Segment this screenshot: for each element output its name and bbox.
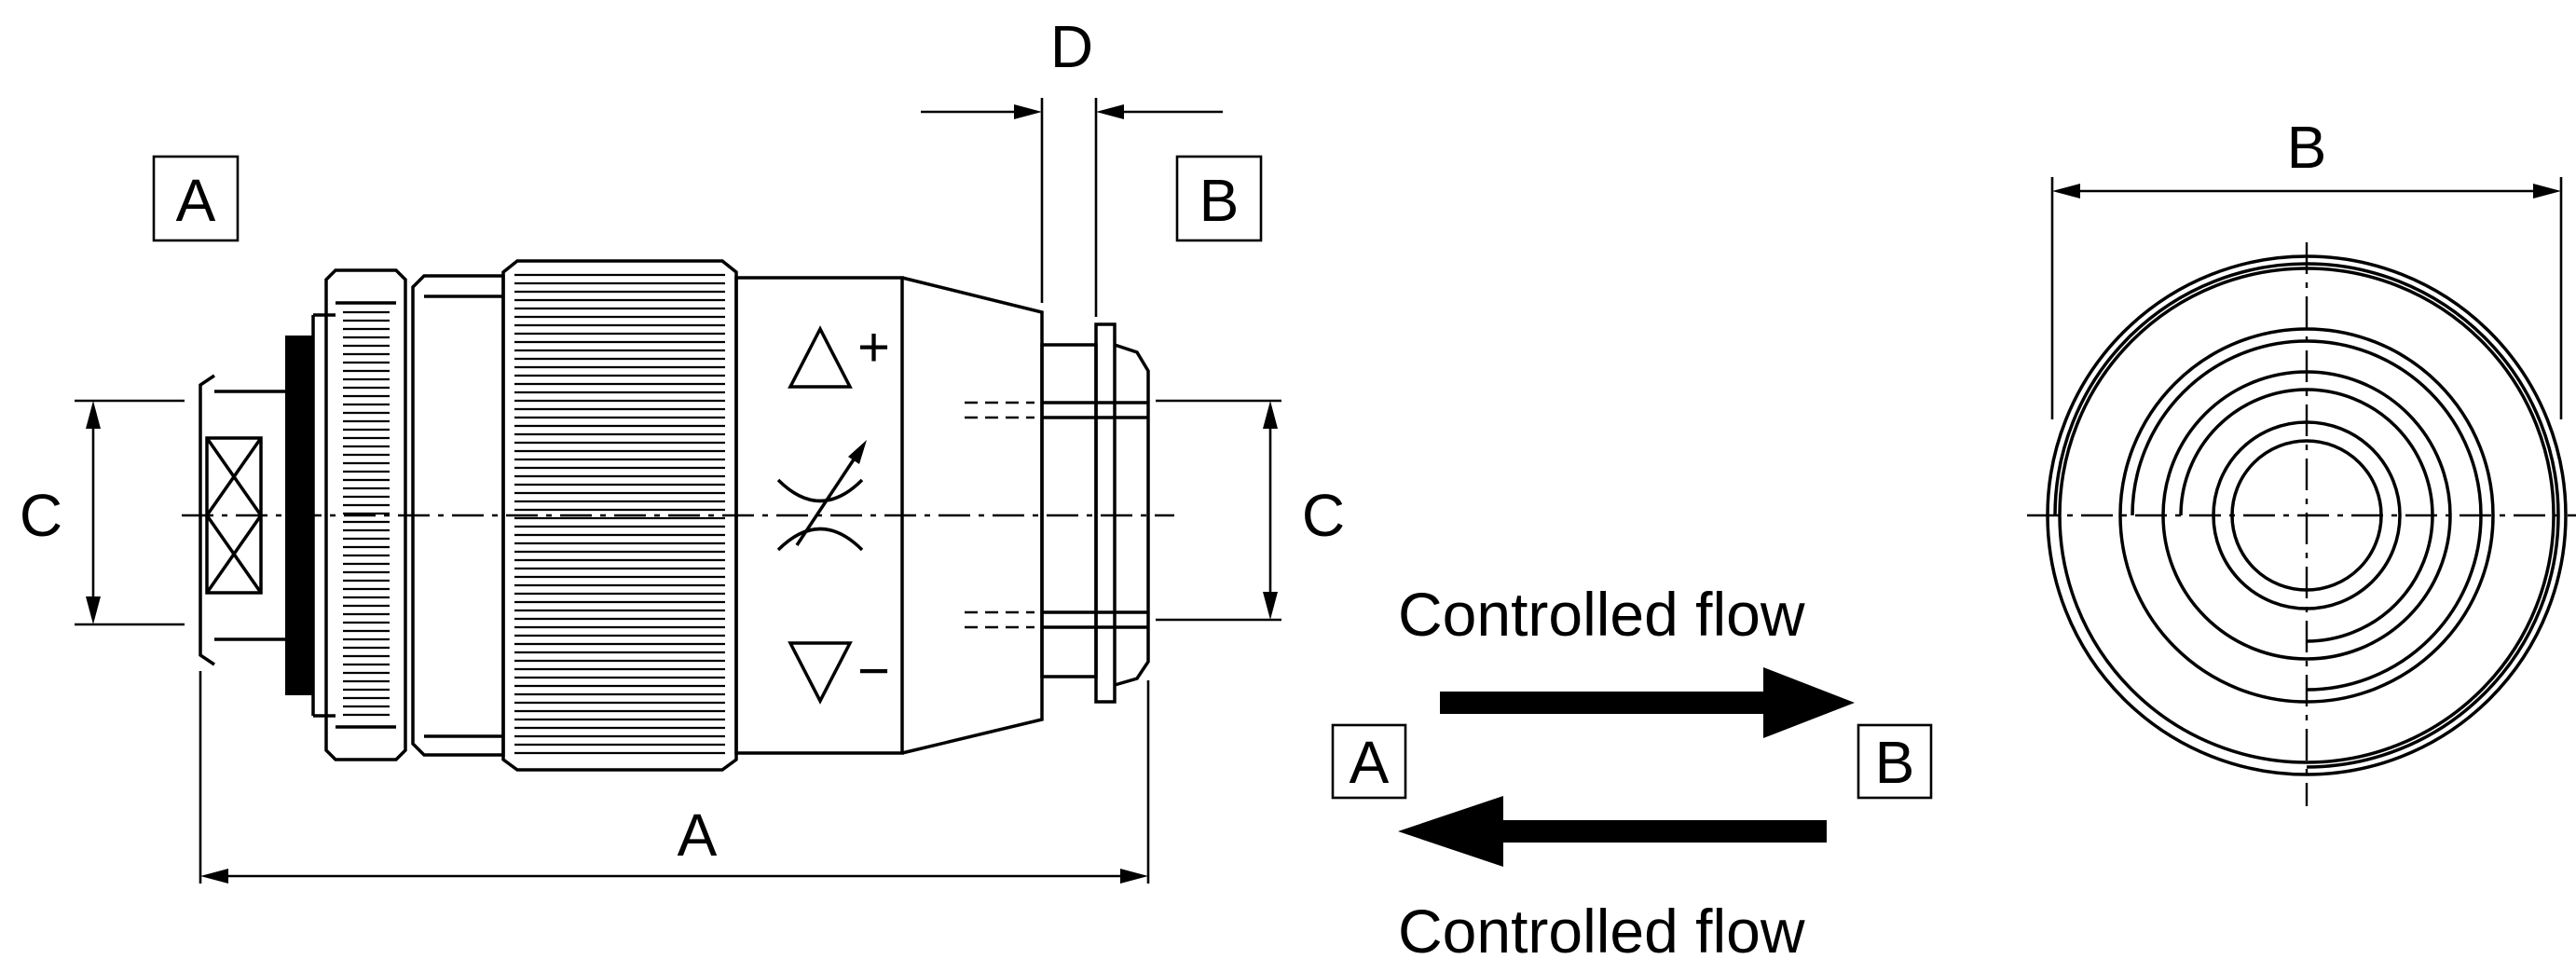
flow-arrow-right-shaft	[1440, 692, 1775, 714]
flow-legend: Controlled flow A B Controlled flow	[1331, 580, 1933, 966]
release-collar	[285, 336, 313, 695]
dimension-c-left: C	[20, 399, 185, 626]
arrow-left-icon	[1398, 796, 1503, 867]
side-view: + −	[20, 13, 1345, 884]
flow-arrow-left-shaft	[1491, 820, 1827, 843]
minus-sign: −	[857, 639, 890, 702]
left-fitting	[199, 374, 289, 666]
dimension-a: A	[199, 671, 1150, 884]
port-a-label: A	[176, 167, 216, 234]
adjustment-knob	[501, 259, 738, 772]
flow-bottom-text: Controlled flow	[1398, 897, 1805, 966]
increase-arrow-icon	[788, 325, 853, 389]
arrow-right-icon	[1763, 667, 1855, 738]
dim-c-right-label: C	[1302, 482, 1345, 549]
legend-port-a-label: A	[1350, 729, 1390, 796]
decrease-arrow-icon	[788, 641, 853, 705]
plus-sign: +	[857, 316, 890, 378]
flow-top-text: Controlled flow	[1398, 580, 1805, 649]
legend-port-b-label: B	[1875, 729, 1915, 796]
dim-c-left-label: C	[20, 482, 62, 549]
dimension-d: D	[921, 13, 1223, 317]
end-view: B	[2027, 114, 2576, 806]
dimension-c-right: C	[1156, 399, 1345, 622]
dim-d-label: D	[1050, 13, 1093, 80]
port-a-box: A	[152, 155, 240, 242]
right-fitting	[965, 322, 1150, 704]
port-b-label: B	[1199, 167, 1240, 234]
main-body: + −	[734, 276, 1044, 755]
lock-nut	[324, 268, 407, 761]
variable-restrictor-icon	[776, 440, 867, 552]
dim-b-label: B	[2287, 114, 2327, 181]
port-b-box: B	[1175, 155, 1263, 242]
dimension-b: B	[2050, 114, 2563, 419]
dim-a-label: A	[678, 802, 718, 869]
